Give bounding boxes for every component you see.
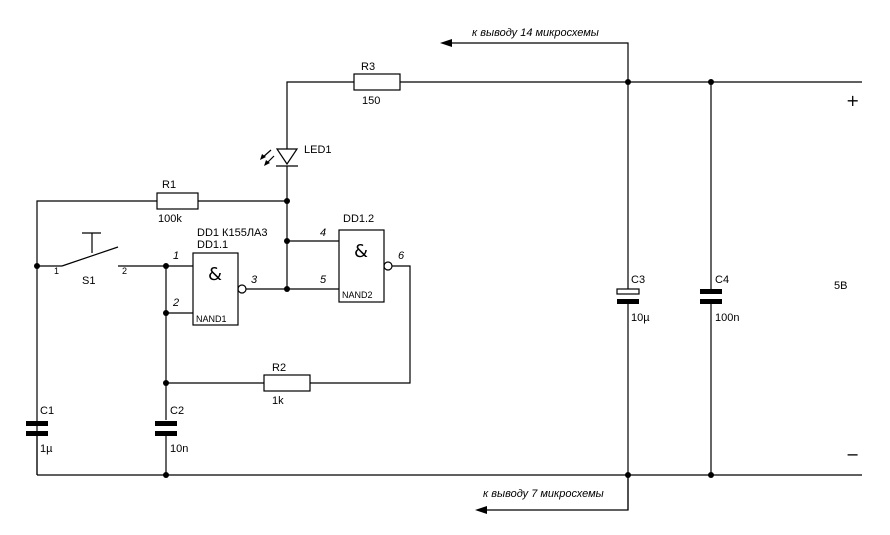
nand2-gate bbox=[287, 229, 411, 384]
c1-value: 1µ bbox=[40, 443, 53, 455]
nand1-gate bbox=[166, 252, 339, 326]
c2-name: C2 bbox=[170, 405, 184, 417]
c3-name: C3 bbox=[631, 274, 645, 286]
chip-name: DD1 К155ЛА3 bbox=[197, 227, 268, 239]
gate1-pin2: 2 bbox=[172, 297, 179, 309]
capacitor-c1 bbox=[26, 421, 48, 475]
capacitor-c3 bbox=[616, 82, 640, 510]
r1-name: R1 bbox=[162, 179, 176, 191]
c2-value: 10n bbox=[170, 443, 188, 455]
junction-dots bbox=[34, 79, 714, 478]
junction-dot bbox=[284, 286, 290, 292]
r3-name: R3 bbox=[361, 61, 375, 73]
c1-name: C1 bbox=[40, 405, 54, 417]
r2-branch bbox=[165, 266, 311, 420]
switch-name: S1 bbox=[82, 275, 95, 287]
gate1-pin1: 1 bbox=[173, 250, 179, 262]
switch-s1[interactable] bbox=[37, 232, 166, 267]
junction-dot bbox=[163, 310, 169, 316]
junction-dot bbox=[163, 263, 169, 269]
gate2-name: DD1.2 bbox=[343, 213, 374, 225]
junction-dot bbox=[34, 263, 40, 269]
gate2-pin6: 6 bbox=[398, 250, 405, 262]
gate1-name: DD1.1 bbox=[197, 239, 228, 251]
r2-name: R2 bbox=[272, 362, 286, 374]
c3-value: 10µ bbox=[631, 312, 650, 324]
r1-value: 100k bbox=[158, 213, 182, 225]
nand1-symbol: & bbox=[208, 264, 222, 285]
gate2-pin4: 4 bbox=[320, 227, 326, 239]
r3-value: 150 bbox=[362, 95, 380, 107]
gate2-pin5: 5 bbox=[320, 274, 327, 286]
junction-dot bbox=[625, 472, 631, 478]
nand1-label: NAND1 bbox=[196, 314, 227, 324]
capacitor-c4 bbox=[700, 82, 722, 475]
pin7-note: к выводу 7 микросхемы bbox=[483, 488, 604, 500]
junction-dot bbox=[163, 380, 169, 386]
minus-sign: − bbox=[846, 445, 859, 464]
junction-dot bbox=[284, 198, 290, 204]
led-name: LED1 bbox=[304, 144, 332, 156]
switch-pin1: 1 bbox=[54, 266, 59, 276]
junction-dot bbox=[708, 472, 714, 478]
nand2-label: NAND2 bbox=[342, 290, 373, 300]
pin14-arrow bbox=[440, 39, 629, 82]
nand2-symbol: & bbox=[354, 241, 368, 262]
junction-dot bbox=[708, 79, 714, 85]
plus-sign: + bbox=[846, 91, 859, 110]
switch-pin2: 2 bbox=[122, 266, 127, 276]
c4-value: 100n bbox=[715, 312, 739, 324]
pin7-arrow bbox=[475, 475, 629, 514]
junction-dot bbox=[625, 79, 631, 85]
r1-branch bbox=[36, 192, 287, 475]
r2-value: 1k bbox=[272, 395, 284, 407]
junction-dot bbox=[284, 238, 290, 244]
capacitor-c2 bbox=[155, 421, 177, 475]
c4-name: C4 bbox=[715, 274, 729, 286]
pin14-note: к выводу 14 микросхемы bbox=[472, 27, 599, 39]
junction-dot bbox=[163, 472, 169, 478]
gate1-pin3: 3 bbox=[251, 274, 258, 286]
led-diode bbox=[260, 125, 299, 289]
supply-voltage: 5В bbox=[834, 280, 847, 292]
